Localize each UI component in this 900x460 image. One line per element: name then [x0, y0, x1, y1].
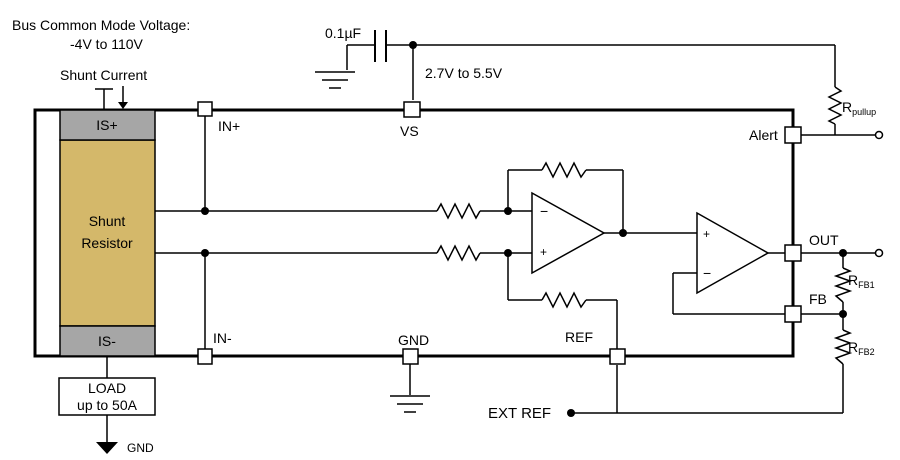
gnd-pin [402, 348, 419, 365]
out-pin [784, 244, 802, 262]
alert-wiring [801, 124, 876, 136]
fb-junction [839, 310, 847, 318]
bus-voltage-title: Bus Common Mode Voltage: [12, 17, 190, 33]
resistor-label: Resistor [81, 235, 133, 251]
input-resistor-top [436, 202, 481, 220]
capacitor [374, 30, 387, 62]
diff-amp-minus: − [540, 203, 548, 219]
vs-pin [403, 101, 421, 118]
fb-pin-label: FB [809, 291, 827, 307]
capacitor-ground-icon [315, 71, 355, 89]
supply-range-label: 2.7V to 5.5V [425, 65, 503, 81]
ext-ref-terminal [567, 409, 575, 417]
in-minus-junction [201, 249, 209, 257]
alert-output-terminal [874, 130, 884, 140]
bus-voltage-range: -4V to 110V [70, 36, 144, 52]
ref-pin [609, 348, 626, 365]
load-ground-label: GND [127, 441, 154, 455]
is-plus-label: IS+ [96, 117, 117, 133]
shunt-current-label: Shunt Current [60, 67, 147, 83]
load-box [58, 377, 156, 416]
capacitor-label: 0.1µF [325, 25, 361, 41]
feedback-junction-in [504, 207, 512, 215]
buffer-amp-minus: − [703, 265, 711, 281]
in-minus-pin-label: IN- [213, 330, 232, 346]
first-amp-wiring [507, 169, 697, 413]
shunt-current-arrow [95, 86, 124, 110]
fb-pin [784, 305, 802, 323]
rpullup-resistor [827, 86, 843, 125]
ref-resistor [541, 291, 587, 309]
input-wiring [155, 116, 532, 349]
out-terminal [874, 248, 884, 258]
supply-wiring [346, 44, 836, 100]
in-plus-pin-label: IN+ [218, 118, 240, 134]
load-current-label: up to 50A [77, 397, 138, 413]
alert-pin [784, 126, 802, 144]
is-minus-label: IS- [98, 333, 116, 349]
input-resistor-bottom [436, 244, 481, 262]
supply-junction [409, 41, 417, 49]
gnd-pin-label: GND [398, 332, 429, 348]
in-plus-pin [197, 101, 213, 117]
ref-junction-in [504, 249, 512, 257]
vs-pin-label: VS [400, 123, 419, 139]
rfb1-label: RFB1 [848, 272, 875, 290]
out-junction [839, 249, 847, 257]
feedback-resistor [541, 161, 587, 179]
in-minus-pin [197, 348, 213, 365]
shunt-current-arrowhead [118, 102, 128, 109]
alert-pin-label: Alert [749, 127, 778, 143]
buffer-amp-plus: + [703, 227, 710, 241]
difference-amplifier [531, 191, 606, 275]
diff-amp-plus: + [540, 245, 547, 259]
rfb1-resistor [833, 267, 853, 303]
ic-ground-icon [390, 395, 430, 413]
out-pin-label: OUT [809, 232, 839, 248]
load-label: LOAD [88, 380, 126, 396]
shunt-label: Shunt [89, 213, 126, 229]
output-buffer-amplifier [696, 211, 770, 295]
ref-pin-label: REF [565, 329, 593, 345]
shunt-resistor-body [59, 139, 156, 327]
rfb2-resistor [833, 329, 853, 365]
rfb2-label: RFB2 [848, 339, 875, 357]
ext-ref-label: EXT REF [488, 405, 551, 422]
in-plus-junction [201, 207, 209, 215]
is-plus-pad [59, 109, 156, 141]
load-ground-icon [96, 442, 118, 454]
diff-amp-output-junction [619, 229, 627, 237]
rpullup-label: Rpullup [842, 99, 876, 117]
